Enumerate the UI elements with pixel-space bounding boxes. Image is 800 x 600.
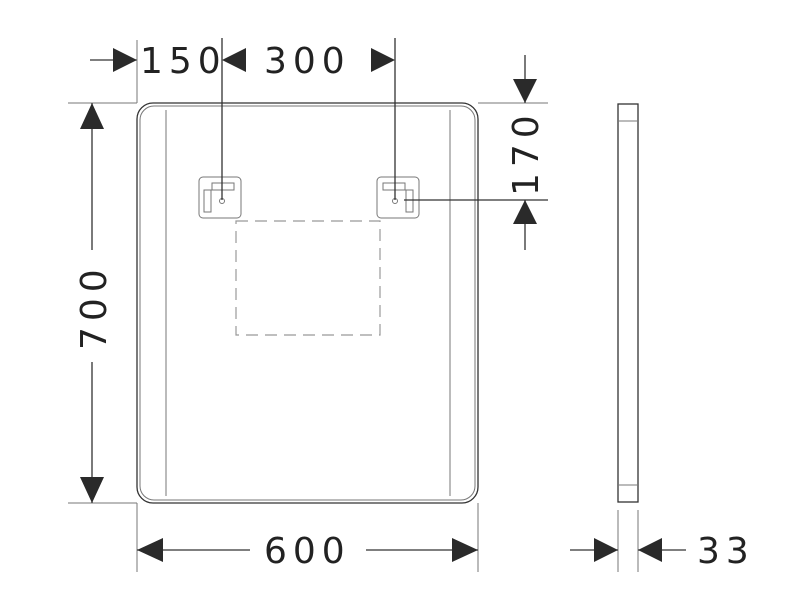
arrow-icon: [80, 477, 104, 503]
arrow-icon: [371, 48, 395, 72]
arrow-icon: [80, 103, 104, 129]
arrow-icon: [137, 538, 163, 562]
arrow-icon: [513, 200, 537, 224]
dim-mount-offset-left: 150: [140, 41, 227, 82]
mirror-side-view: [617, 103, 639, 503]
dashed-mounting-area: [235, 220, 381, 336]
dimension-left: 700: [68, 102, 137, 504]
dimension-top: 150 300: [90, 38, 396, 200]
arrow-icon: [452, 538, 478, 562]
dim-mount-spacing: 300: [264, 41, 351, 82]
dimension-right: 170: [404, 55, 548, 250]
arrow-icon: [113, 48, 137, 72]
dimension-depth: 33: [570, 510, 755, 572]
dim-depth: 33: [697, 531, 755, 572]
wall-bracket-right: [376, 176, 420, 219]
wall-bracket-left: [198, 176, 242, 219]
dim-height: 700: [74, 263, 115, 350]
dim-mount-offset-top: 170: [506, 109, 547, 196]
arrow-icon: [222, 48, 246, 72]
arrow-icon: [594, 538, 618, 562]
dimension-bottom: 600: [136, 503, 479, 572]
arrow-icon: [513, 79, 537, 103]
mirror-front-view: [136, 102, 479, 504]
arrow-icon: [638, 538, 662, 562]
dim-width: 600: [264, 531, 351, 572]
